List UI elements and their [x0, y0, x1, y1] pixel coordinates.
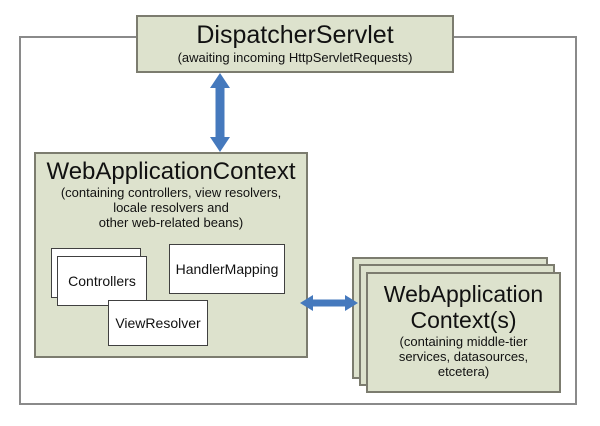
view-resolver-box: ViewResolver: [108, 300, 208, 346]
middle-tier-context-subtitle-line: services, datasources,: [398, 348, 529, 364]
vertical-bidirectional-arrow-icon: [210, 73, 230, 152]
web-application-context-subtitle-line: locale resolvers and: [113, 200, 229, 216]
dispatcher-servlet-title: DispatcherServlet: [196, 21, 394, 49]
middle-tier-context-subtitle-line: (containing middle-tier: [399, 333, 528, 349]
dispatcher-servlet-subtitle: (awaiting incoming HttpServletRequests): [177, 49, 413, 65]
handler-mapping-label: HandlerMapping: [175, 261, 279, 277]
web-application-context-subtitle-line: (containing controllers, view resolvers,: [60, 185, 282, 201]
horizontal-bidirectional-arrow-icon: [300, 295, 358, 311]
controllers-label: Controllers: [68, 273, 136, 289]
middle-tier-context-title-line: Context(s): [410, 307, 517, 334]
handler-mapping-box: HandlerMapping: [169, 244, 285, 294]
web-application-context-subtitle-line: other web-related beans): [98, 215, 244, 231]
middle-tier-context-title-line: WebApplication: [383, 281, 544, 307]
view-resolver-label: ViewResolver: [115, 315, 201, 331]
web-application-context-title: WebApplicationContext: [46, 158, 296, 185]
middle-tier-context-subtitle-line: etcetera): [437, 363, 490, 379]
web-application-context-box: WebApplicationContext (containing contro…: [34, 152, 308, 358]
dispatcher-servlet-box: DispatcherServlet (awaiting incoming Htt…: [136, 15, 454, 73]
middle-tier-context-box: WebApplication Context(s) (containing mi…: [366, 272, 561, 393]
controllers-box: Controllers: [57, 256, 147, 306]
